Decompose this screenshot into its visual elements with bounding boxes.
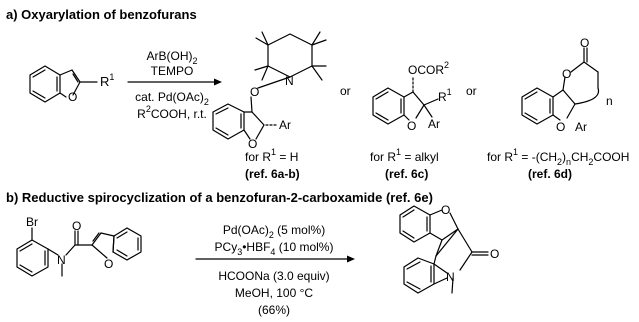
reagent-line: MeOH, 100 °C [235,286,313,300]
reagent-line: PCy3•HBF4 (10 mol%) [215,240,334,257]
section-b-title: b) Reductive spirocyclization of a benzo… [6,190,433,205]
atom-label: N [57,253,66,267]
atom-label: O [250,85,259,99]
ester-label: OCOR2 [408,60,449,77]
benzofuran-starting-material: O R1 [29,65,114,104]
reagent-line: R2COOH, r.t. [137,104,207,121]
atom-label: N [285,74,294,88]
reagent-line: Pd(OAc)2 (5 mol%) [223,223,325,240]
product-ester: OCOR2 R1 O Ar [372,60,452,133]
reagent-line: cat. Pd(OAc)2 [135,90,209,107]
atom-label: O [562,67,571,81]
atom-label: Ar [428,117,440,131]
or-label: or [466,84,477,98]
atom-label: O [556,120,565,134]
atom-label: N [446,270,455,284]
condition-r1-alkyl: for R1 = alkyl [370,147,439,164]
atom-label: Br [26,215,38,229]
atom-label: R1 [438,87,452,104]
benzofuran-carboxamide: Br O N O [16,215,142,277]
atom-label: O [490,247,499,261]
reaction-arrow-b [195,255,355,263]
atom-label: O [68,90,77,104]
atom-label: O [248,137,257,151]
or-label: or [340,84,351,98]
atom-label: Ar [279,118,291,132]
atom-label: O [407,119,416,133]
atom-label: O [441,203,450,217]
spiro-oxindole-product: O O N [399,203,499,294]
reagent-line: TEMPO [151,64,194,78]
section-a-title: a) Oxyarylation of benzofurans [6,7,197,22]
condition-r1-chain: for R1 = -(CH2)nCH2COOH [487,147,629,167]
reference-6d: (ref. 6d) [528,167,572,181]
reagent-line: HCOONa (3.0 equiv) [218,269,329,283]
atom-label: O [580,36,589,50]
atom-label: n [606,94,613,108]
condition-r1-h: for R1 = H [245,147,298,164]
reference-6a-b: (ref. 6a-b) [245,167,300,181]
product-tempo-adduct: O N O Ar [212,31,327,151]
atom-label: O [72,219,81,233]
substituent-r1: R1 [100,72,114,89]
atom-label: Ar [575,120,587,134]
atom-label: O [104,257,113,271]
reference-6c: (ref. 6c) [385,167,428,181]
product-lactone: O O O Ar n [521,36,613,134]
reagent-line: ArB(OH)2 [146,49,197,66]
yield-label: (66%) [258,303,290,317]
reaction-arrow-a [127,78,222,86]
